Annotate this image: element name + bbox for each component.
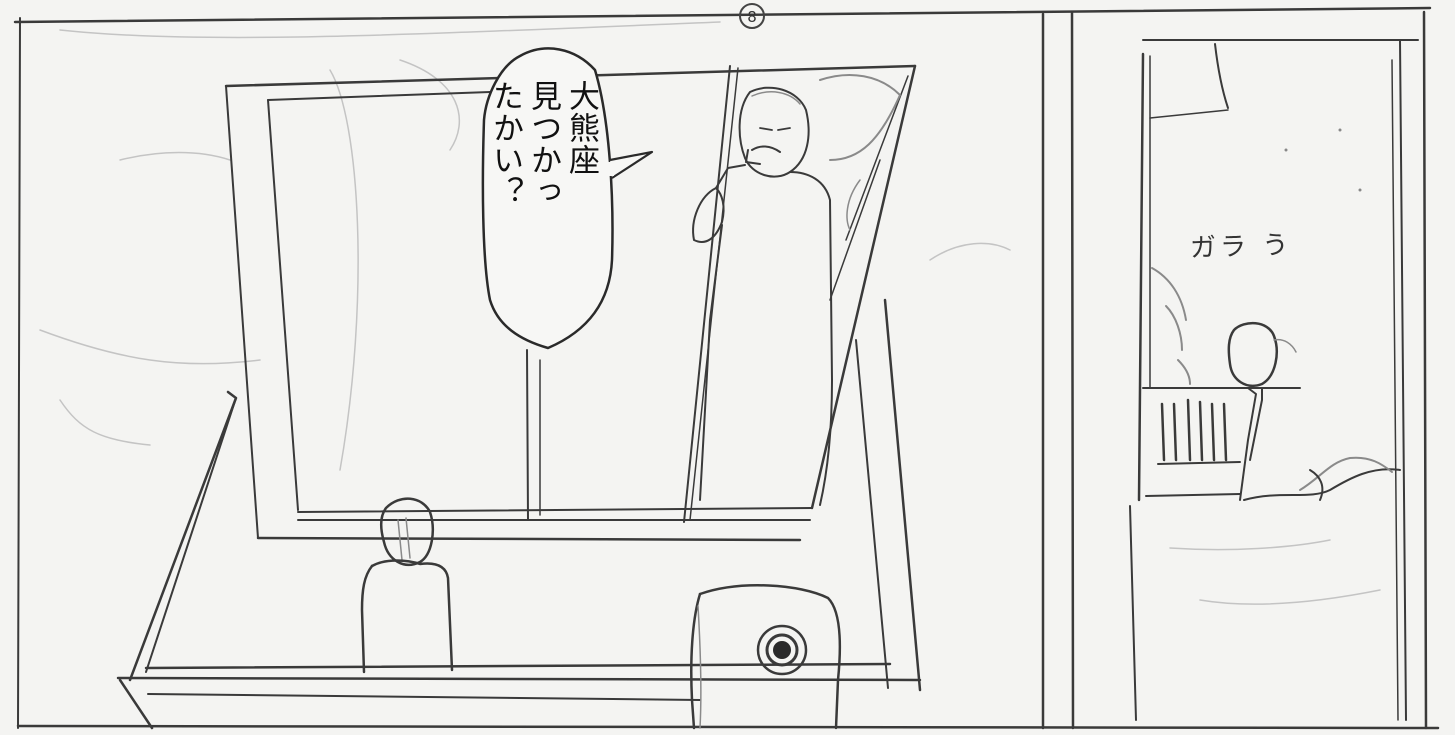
speech-bubble-text: 大熊座 見つかっ たかい？ (487, 80, 599, 208)
page-number-mark: 8 (739, 3, 765, 29)
telescope-box (690, 584, 842, 730)
bookshelf (1157, 398, 1241, 465)
seated-figure (360, 497, 454, 674)
speech-bubble (481, 47, 654, 350)
panel-gutter (1041, 10, 1075, 730)
desk (116, 390, 922, 730)
standing-figure (692, 86, 833, 506)
left-panel (116, 47, 922, 730)
right-panel (1129, 39, 1419, 721)
doorway-figure (1227, 322, 1297, 501)
page-frame (13, 6, 1440, 730)
sound-effect-text: ガラ う (1189, 230, 1293, 264)
